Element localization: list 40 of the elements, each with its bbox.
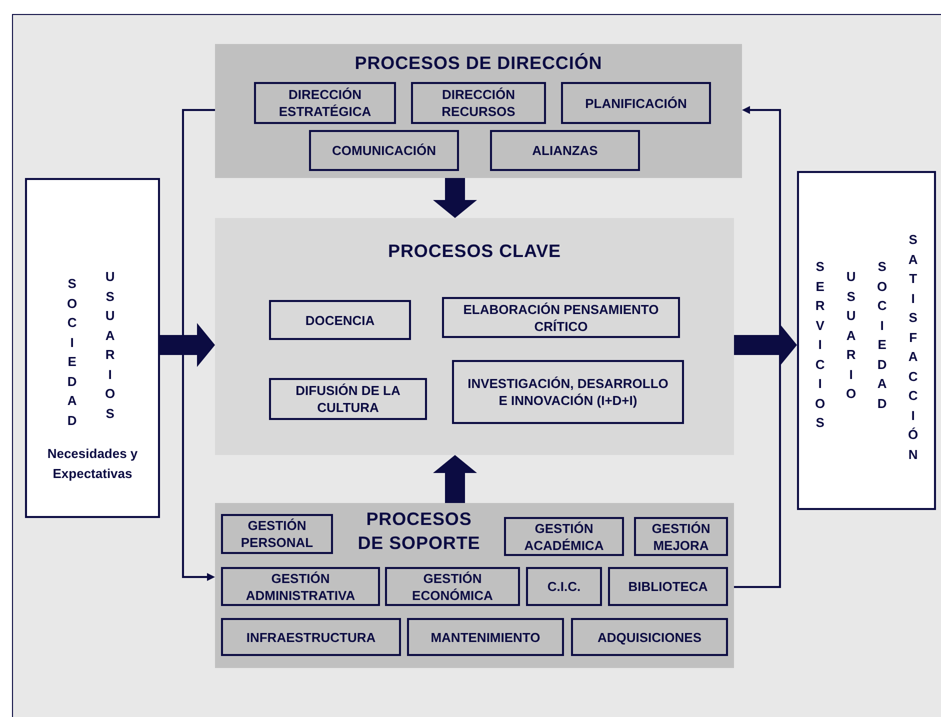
process-box: DIRECCIÓN ESTRATÉGICA — [254, 82, 396, 124]
process-box: PLANIFICACIÓN — [561, 82, 711, 124]
block-arrow — [160, 323, 215, 367]
process-box: C.I.C. — [526, 567, 602, 606]
vertical-text: SATISFACCIÓN — [908, 231, 918, 464]
process-box: ADQUISICIONES — [571, 618, 728, 656]
process-box: ALIANZAS — [490, 130, 640, 171]
arrow — [734, 106, 781, 588]
process-box: GESTIÓN ADMINISTRATIVA — [221, 567, 380, 606]
process-box: DIFUSIÓN DE LA CULTURA — [269, 378, 427, 420]
vertical-text: USUARIO — [846, 268, 856, 403]
stakeholder-box — [797, 171, 936, 510]
stakeholder-box — [25, 178, 160, 518]
process-box: GESTIÓN ECONÓMICA — [385, 567, 520, 606]
process-box: GESTIÓN MEJORA — [634, 517, 728, 556]
process-box: BIBLIOTECA — [608, 567, 728, 606]
block-arrow — [734, 323, 797, 367]
box-caption: Necesidades y Expectativas — [46, 445, 139, 483]
process-box: COMUNICACIÓN — [309, 130, 459, 171]
process-group-panel — [215, 218, 734, 455]
block-arrow — [433, 455, 477, 503]
process-group-panel — [215, 44, 742, 178]
block-arrow — [433, 178, 477, 218]
process-box: INVESTIGACIÓN, DESARROLLO E INNOVACIÓN (I+D+I) — [452, 360, 684, 424]
group-heading: PROCESOS CLAVE — [387, 240, 562, 263]
process-box: GESTIÓN ACADÉMICA — [504, 517, 624, 556]
arrow — [182, 109, 215, 581]
vertical-text: SERVICIOS — [815, 258, 826, 432]
process-box: GESTIÓN PERSONAL — [221, 514, 333, 554]
group-heading: PROCESOS DE DIRECCIÓN — [354, 52, 604, 75]
process-box: MANTENIMIENTO — [407, 618, 564, 656]
process-box: INFRAESTRUCTURA — [221, 618, 401, 656]
process-group-panel — [215, 503, 734, 668]
vertical-text: USUARIOS — [105, 268, 116, 422]
vertical-text: SOCIEDAD — [67, 275, 78, 430]
vertical-text: SOCIEDAD — [877, 258, 888, 412]
process-box: DOCENCIA — [269, 300, 411, 340]
process-box: DIRECCIÓN RECURSOS — [411, 82, 546, 124]
group-heading: PROCESOS DE SOPORTE — [356, 508, 482, 555]
process-box: ELABORACIÓN PENSAMIENTO CRÍTICO — [442, 297, 680, 338]
